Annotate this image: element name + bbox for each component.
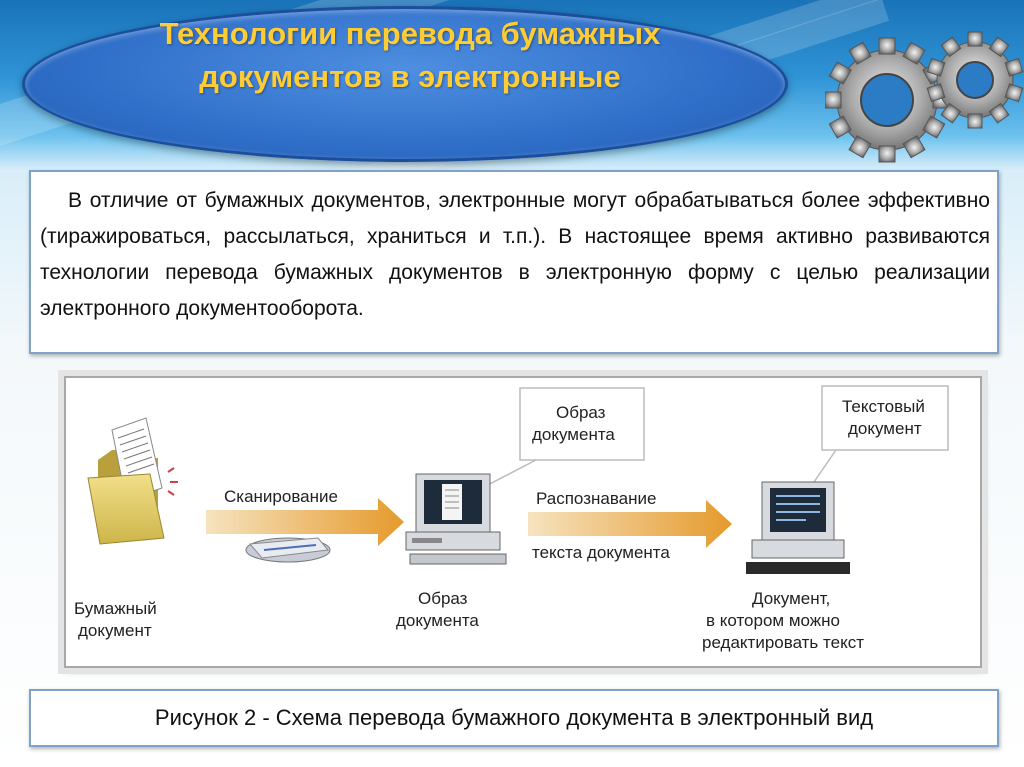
folder-icon [87,417,178,545]
computer-icon [405,473,507,565]
computer-icon [746,481,850,574]
title-ellipse [22,6,788,162]
scan-label: Сканирование [224,487,338,506]
paper-doc-label-1: Бумажный [74,599,157,618]
description-box: В отличие от бумажных документов, электр… [29,170,999,354]
arrow-right-icon [528,500,732,548]
image-box-label-1: Образ [556,403,606,422]
result-label-2: в котором можно [706,611,840,630]
caption-text: Рисунок 2 - Схема перевода бумажного док… [154,705,874,730]
result-label-1: Документ, [752,589,830,608]
result-label-3: редактировать текст [702,633,864,652]
description-text: В отличие от бумажных документов, электр… [40,189,990,320]
recognition-label-2: текста документа [532,543,670,562]
gears-icon [825,31,1024,163]
scanner-icon [245,537,331,563]
diagram-figure: Бумажный документ Сканирование Образ док… [64,376,982,668]
process-diagram: Бумажный документ Сканирование Образ док… [74,385,949,652]
image-label-2: документа [396,611,479,630]
recognition-label-1: Распознавание [536,489,656,508]
text-box-label-2: документ [848,419,922,438]
paper-doc-label-2: документ [78,621,152,640]
figure-caption: Рисунок 2 - Схема перевода бумажного док… [29,689,999,747]
image-box-label-2: документа [532,425,615,444]
slide-title: Технологии перевода бумажных документов … [159,16,661,94]
arrow-right-icon [206,498,404,546]
image-label-1: Образ [418,589,468,608]
text-box-label-1: Текстовый [842,397,925,416]
